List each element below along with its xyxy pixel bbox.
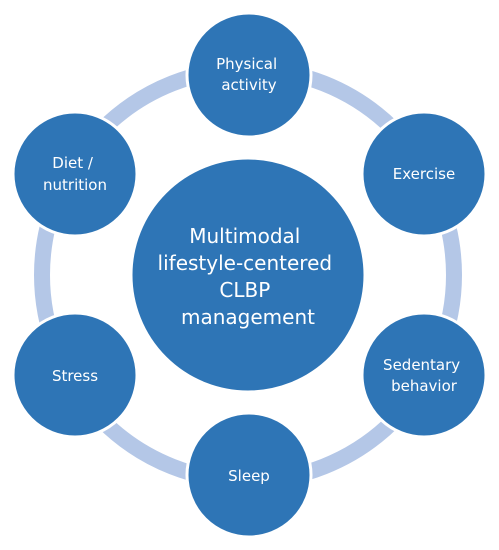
node-sedentary-behavior-circle (360, 311, 488, 439)
node-physical-activity-circle (185, 11, 313, 139)
center-node-label: Multimodal lifestyle-centered CLBP manag… (158, 224, 339, 329)
node-physical-activity-label: Physical activity (216, 55, 282, 94)
node-exercise: Exercise (360, 110, 488, 238)
node-diet-nutrition-label: Diet / nutrition (43, 154, 107, 194)
node-sedentary-behavior: Sedentary behavior (360, 311, 488, 439)
node-sleep-label: Sleep (228, 467, 270, 485)
node-sleep: Sleep (185, 411, 313, 539)
node-stress-circle (11, 311, 139, 439)
node-sedentary-behavior-label: Sedentary behavior (383, 356, 465, 395)
node-stress: Stress (11, 311, 139, 439)
center-node-circle (129, 156, 367, 394)
node-diet-nutrition: Diet / nutrition (11, 110, 139, 238)
node-physical-activity: Physical activity (185, 11, 313, 139)
node-exercise-label: Exercise (393, 165, 455, 183)
node-exercise-circle (360, 110, 488, 238)
node-stress-label: Stress (52, 367, 98, 385)
node-sleep-circle (185, 411, 313, 539)
center-node: Multimodal lifestyle-centered CLBP manag… (129, 156, 367, 394)
node-diet-nutrition-circle (11, 110, 139, 238)
